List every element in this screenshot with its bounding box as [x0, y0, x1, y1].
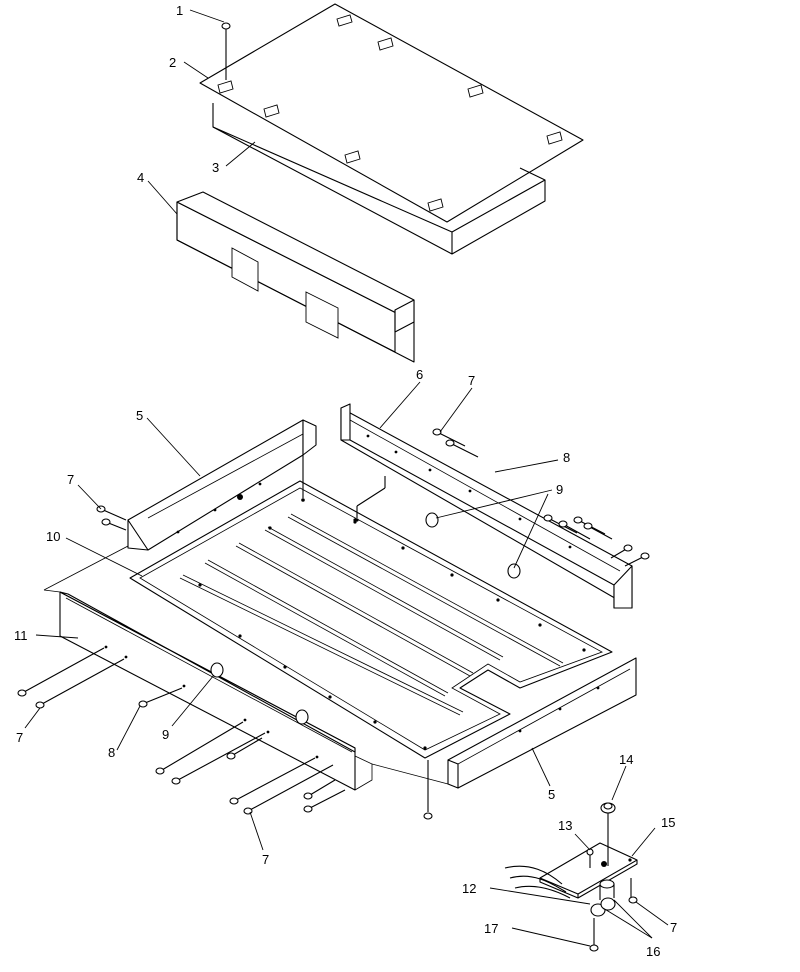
callout-6: 6	[416, 367, 423, 382]
assembly-outline	[43, 545, 449, 820]
callout-8-front: 8	[108, 745, 115, 760]
callout-11: 11	[14, 628, 28, 643]
callout-17: 17	[484, 921, 498, 936]
callout-7-front: 7	[262, 852, 269, 867]
clips	[210, 512, 521, 725]
leader-lines	[24, 9, 669, 947]
callout-5-lower: 5	[548, 787, 555, 802]
side-rail-lower	[447, 657, 637, 789]
bracket-assembly	[504, 802, 638, 952]
top-plate	[199, 3, 584, 223]
callout-7-front-left: 7	[16, 730, 23, 745]
callout-9-right: 9	[556, 482, 563, 497]
callout-5-upper: 5	[136, 408, 143, 423]
front-rail	[59, 591, 356, 791]
screws	[17, 428, 650, 815]
callout-14: 14	[619, 752, 633, 767]
callout-7-top: 7	[468, 373, 475, 388]
side-rail-left	[127, 419, 317, 551]
foam-block	[176, 191, 415, 363]
cushion-pad	[212, 103, 546, 255]
callout-2: 2	[169, 55, 176, 70]
callout-8-right: 8	[563, 450, 570, 465]
callout-15: 15	[661, 815, 675, 830]
callout-12: 12	[462, 881, 476, 896]
callout-16: 16	[646, 944, 660, 959]
callout-9-front: 9	[162, 727, 169, 742]
callout-10: 10	[46, 529, 60, 544]
callout-7-left: 7	[67, 472, 74, 487]
callout-1: 1	[176, 3, 183, 18]
callout-labels: 1 2 3 4 5 5 6 7 7 7 7 7 8 8 9 9 10 11 12…	[14, 3, 677, 959]
callout-4: 4	[137, 170, 144, 185]
side-rail-right	[340, 403, 633, 609]
callout-3: 3	[212, 160, 219, 175]
screw-1	[221, 22, 231, 80]
callout-7-bracket: 7	[670, 920, 677, 935]
floor-pan	[129, 480, 613, 759]
callout-13: 13	[558, 818, 572, 833]
